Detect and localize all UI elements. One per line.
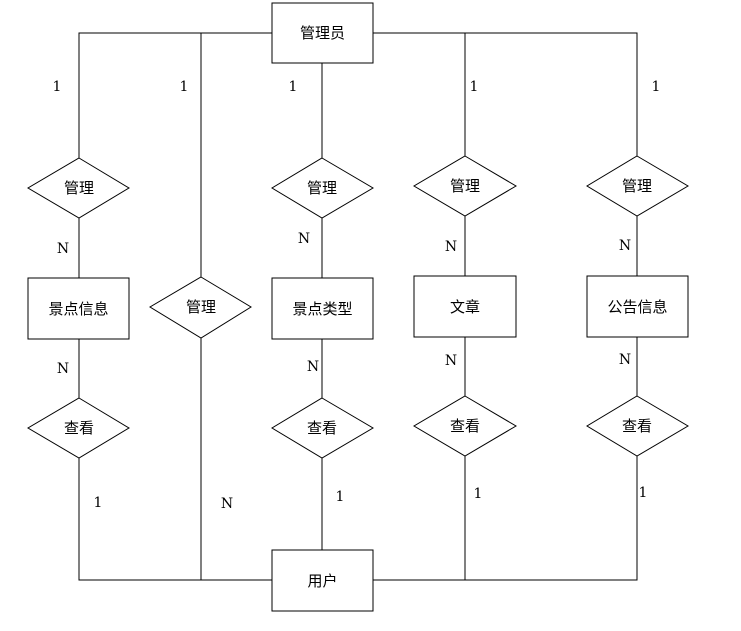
relation-manage-scenic-info: 管理: [27, 157, 130, 219]
cardinality-view-scenic-info-user-1: 1: [94, 495, 103, 511]
cardinality-manage-article-n: N: [445, 239, 457, 255]
relation-view-article-label: 查看: [450, 417, 480, 435]
entity-user-label: 用户: [307, 572, 337, 590]
cardinality-view-notice-info-user-1: 1: [639, 485, 648, 501]
cardinality-manage-user-n: N: [221, 496, 233, 512]
cardinality-labels: 1 N 1 1 N 1 N 1 N N 1 N 1 N 1 N 1 N: [53, 79, 661, 512]
entity-scenic-info-label: 景点信息: [48, 300, 108, 318]
relation-manage-user-label: 管理: [186, 298, 216, 316]
entity-scenic-type-box: [271, 277, 374, 340]
relation-manage-notice-info: 管理: [586, 155, 689, 217]
relation-view-scenic-info-diamond: [27, 397, 130, 459]
cardinality-admin-manage-scenic-info: 1: [53, 79, 62, 95]
relation-manage-notice-info-label: 管理: [622, 177, 652, 195]
relation-view-scenic-type-label: 查看: [307, 419, 337, 437]
cardinality-view-scenic-type-user-1: 1: [336, 489, 345, 505]
cardinality-admin-manage-user: 1: [180, 79, 189, 95]
entity-user: 用户: [271, 549, 374, 612]
relation-view-article-diamond: [413, 395, 517, 457]
relation-manage-user-diamond: [149, 276, 252, 339]
cardinality-article-view-n: N: [445, 353, 457, 369]
relation-manage-scenic-type-diamond: [271, 157, 374, 219]
entity-admin-label: 管理员: [300, 24, 345, 42]
entity-scenic-type: 景点类型: [271, 277, 374, 340]
relation-manage-article: 管理: [413, 155, 517, 217]
entity-notice-info: 公告信息: [586, 275, 689, 338]
cardinality-manage-scenic-info-n: N: [57, 241, 69, 257]
cardinality-manage-scenic-type-n: N: [298, 231, 310, 247]
edge-admin-to-manage-notice-info: [465, 32, 638, 156]
relation-manage-article-label: 管理: [450, 177, 480, 195]
cardinality-notice-info-view-n: N: [619, 352, 631, 368]
relation-manage-scenic-info-label: 管理: [64, 179, 94, 197]
cardinality-scenic-info-view-n: N: [57, 361, 69, 377]
entity-admin-box: [271, 2, 374, 64]
relation-view-notice-info-label: 查看: [622, 417, 652, 435]
entity-admin: 管理员: [271, 2, 374, 64]
entity-notice-info-label: 公告信息: [607, 298, 667, 316]
edge-view-article-to-user: [373, 456, 466, 581]
edge-view-scenic-info-to-user: [78, 458, 272, 581]
relation-manage-article-diamond: [413, 155, 517, 217]
relation-view-notice-info-diamond: [586, 395, 689, 457]
entity-article-label: 文章: [450, 298, 480, 316]
entity-user-box: [271, 549, 374, 612]
cardinality-admin-manage-article: 1: [470, 79, 479, 95]
cardinality-admin-manage-scenic-type: 1: [289, 79, 298, 95]
cardinality-view-article-user-1: 1: [474, 486, 483, 502]
relation-manage-scenic-type: 管理: [271, 157, 374, 219]
entity-scenic-info: 景点信息: [27, 277, 130, 340]
relation-manage-user: 管理: [149, 276, 252, 339]
relation-view-article: 查看: [413, 395, 517, 457]
relation-manage-scenic-type-label: 管理: [307, 179, 337, 197]
entity-notice-info-box: [586, 275, 689, 338]
cardinality-scenic-type-view-n: N: [307, 359, 319, 375]
relation-manage-notice-info-diamond: [586, 155, 689, 217]
relation-view-scenic-type: 查看: [271, 397, 374, 459]
entity-scenic-type-label: 景点类型: [292, 300, 352, 318]
relation-view-scenic-info-label: 查看: [64, 419, 94, 437]
relation-view-scenic-info: 查看: [27, 397, 130, 459]
relation-view-scenic-type-diamond: [271, 397, 374, 459]
relation-view-notice-info: 查看: [586, 395, 689, 457]
cardinality-manage-notice-info-n: N: [619, 238, 631, 254]
relation-manage-scenic-info-diamond: [27, 157, 130, 219]
entity-article: 文章: [413, 275, 517, 338]
connector-lines: [78, 32, 638, 581]
edge-admin-to-manage-scenic-info: [78, 32, 272, 158]
entity-article-box: [413, 275, 517, 338]
entity-scenic-info-box: [27, 277, 130, 340]
edge-admin-to-manage-article: [373, 32, 466, 156]
cardinality-admin-manage-notice-info: 1: [652, 79, 661, 95]
edge-view-notice-info-to-user: [465, 456, 638, 581]
